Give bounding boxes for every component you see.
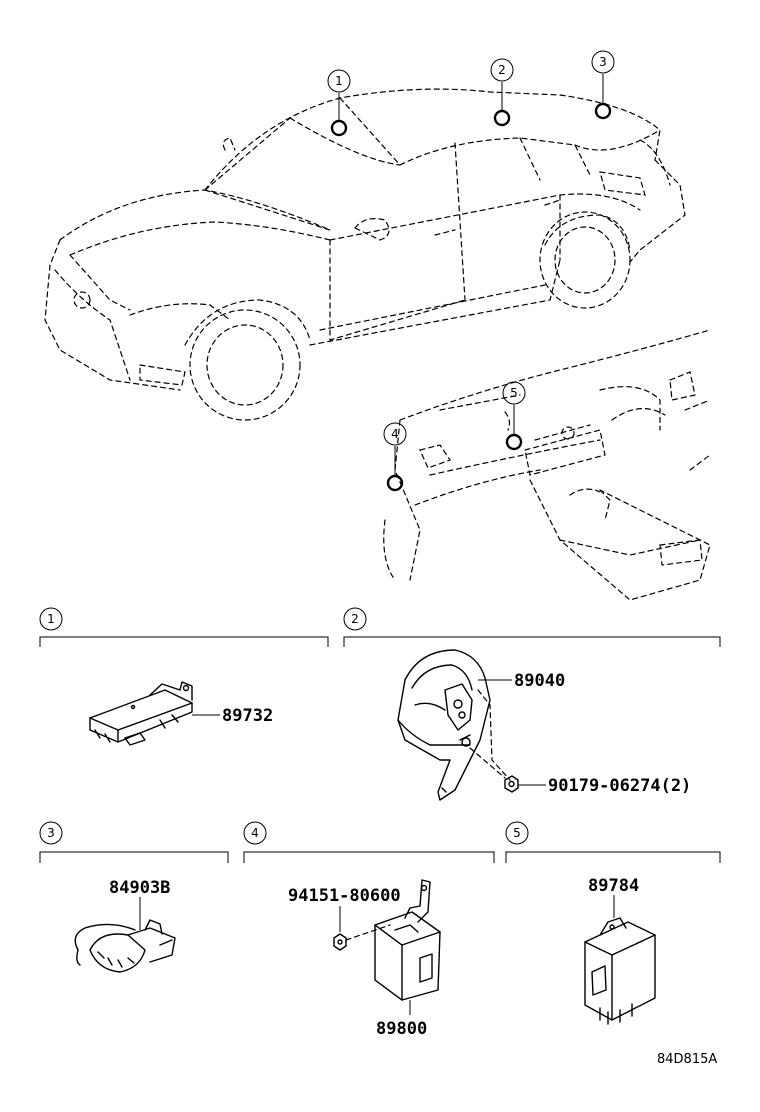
section-3-number: 3 bbox=[47, 826, 55, 840]
callout-2-label: 2 bbox=[498, 63, 506, 77]
section-1-number: 1 bbox=[47, 612, 55, 626]
part-89040-drawing bbox=[397, 649, 491, 801]
section-1: 1 89732 bbox=[39, 607, 329, 746]
section-2: 2 89040 90179-06274(2) bbox=[343, 607, 721, 801]
figure-code: 84D815A bbox=[657, 1052, 717, 1067]
part-84903B-drawing bbox=[74, 919, 176, 973]
section-5: 5 89784 bbox=[505, 821, 721, 1025]
callout-5: 5 bbox=[502, 381, 526, 405]
part-89784-drawing bbox=[584, 917, 656, 1025]
part-label-89784: 89784 bbox=[588, 876, 639, 896]
callout-5-label: 5 bbox=[510, 386, 518, 400]
part-label-90179-06274: 90179-06274(2) bbox=[548, 776, 691, 796]
callout-4-label: 4 bbox=[391, 427, 399, 441]
callout-1: 1 bbox=[327, 69, 351, 93]
section-5-number: 5 bbox=[513, 826, 521, 840]
location-marker-5 bbox=[505, 433, 523, 451]
part-label-89800: 89800 bbox=[376, 1019, 427, 1039]
section-4-number: 4 bbox=[251, 826, 259, 840]
section-4: 4 94151-80600 89800 bbox=[243, 821, 495, 1039]
part-label-89040: 89040 bbox=[514, 671, 565, 691]
location-marker-2 bbox=[493, 109, 511, 127]
callout-3: 3 bbox=[591, 50, 615, 74]
section-3: 3 84903B bbox=[39, 821, 229, 973]
nut-94151-drawing bbox=[333, 933, 347, 951]
callout-4: 4 bbox=[383, 422, 407, 446]
callout-2: 2 bbox=[490, 58, 514, 82]
callout-1-label: 1 bbox=[335, 74, 343, 88]
part-label-84903B: 84903B bbox=[109, 878, 170, 898]
nut-90179-drawing bbox=[504, 775, 519, 793]
location-marker-3 bbox=[594, 102, 612, 120]
car-illustration bbox=[44, 88, 686, 421]
part-89800-drawing bbox=[374, 879, 441, 1001]
part-89732-drawing bbox=[89, 681, 193, 746]
section-2-number: 2 bbox=[351, 612, 359, 626]
location-marker-1 bbox=[330, 119, 348, 137]
dashboard-illustration bbox=[383, 329, 711, 601]
callout-3-label: 3 bbox=[599, 55, 607, 69]
part-label-89732: 89732 bbox=[222, 706, 273, 726]
part-label-94151-80600: 94151-80600 bbox=[288, 886, 401, 906]
